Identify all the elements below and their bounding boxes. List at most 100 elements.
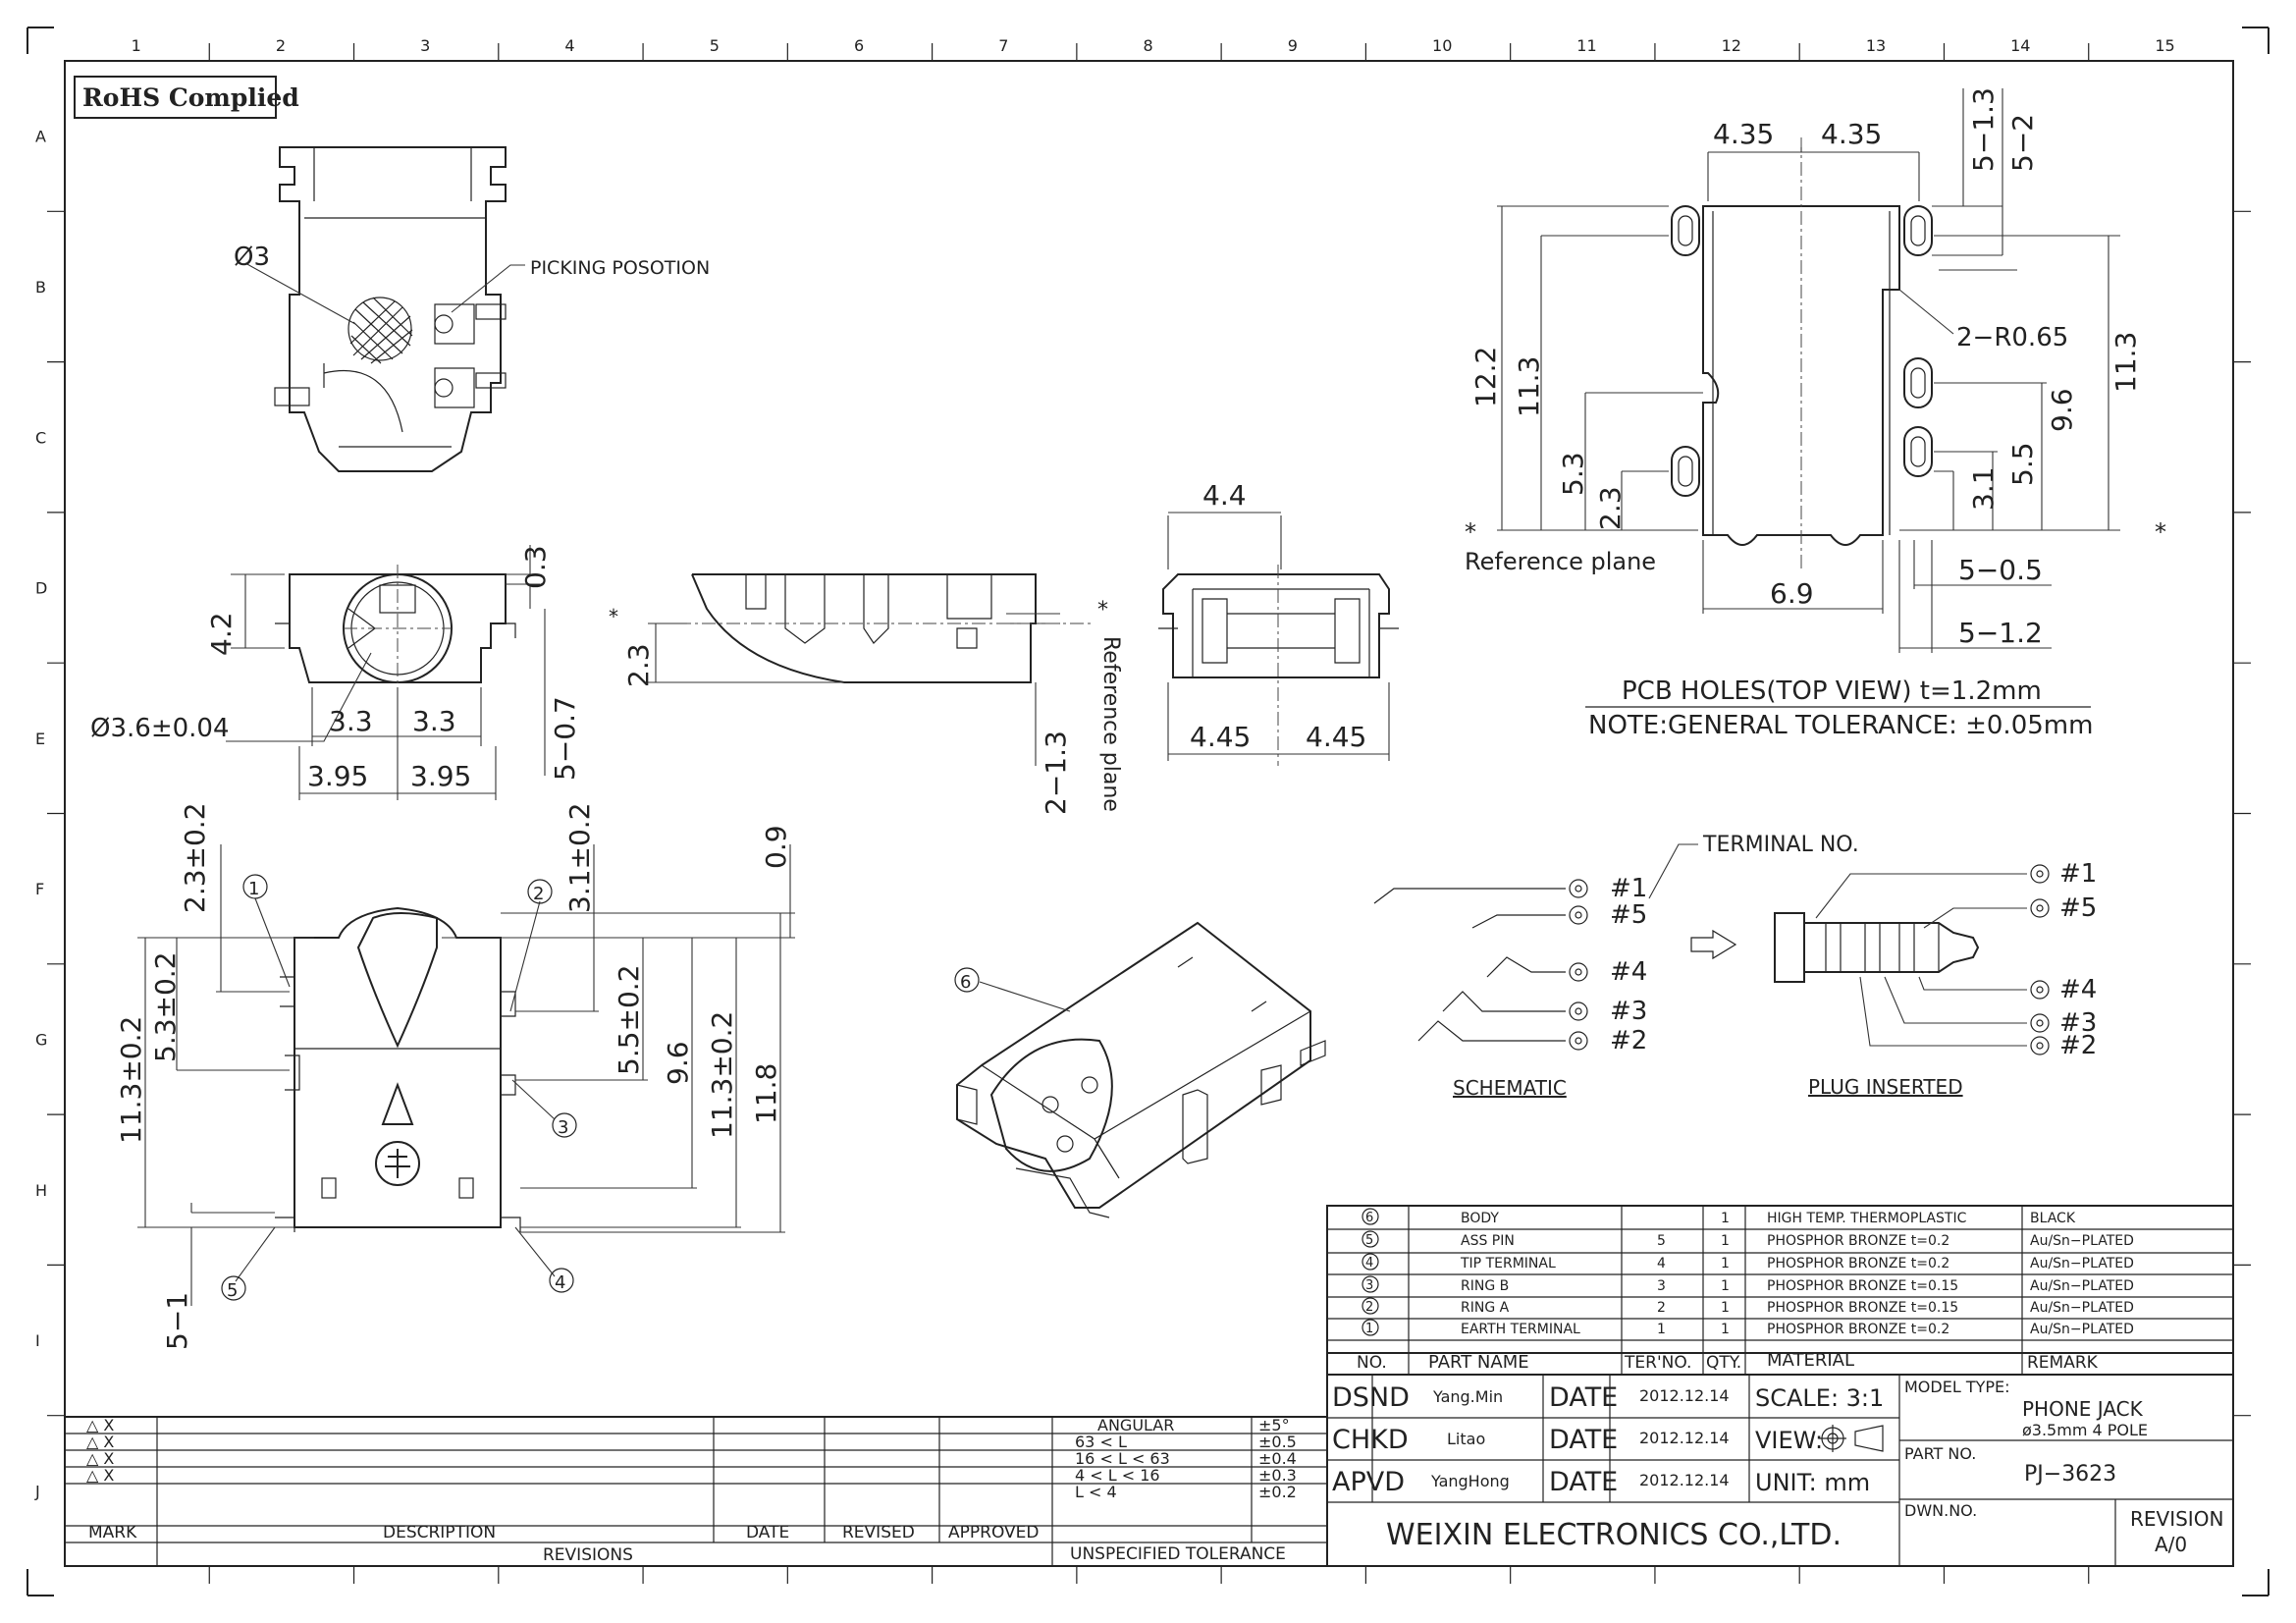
- bottom-dim-9-6: 9.6: [662, 1041, 694, 1085]
- rev-mark-header: MARK: [88, 1523, 137, 1542]
- bom-row-name: RING B: [1461, 1278, 1509, 1294]
- chkd-label: CHKD: [1332, 1425, 1409, 1455]
- picking-label: PICKING POSOTION: [530, 257, 710, 279]
- pcb-dim-5-3: 5.3: [1557, 452, 1589, 496]
- side-star-right: *: [1097, 598, 1108, 622]
- bom-row-material: PHOSPHOR BRONZE t=0.15: [1767, 1278, 1958, 1294]
- date-1: 2012.12.14: [1639, 1386, 1730, 1405]
- border-row-label: I: [35, 1331, 40, 1350]
- border-col-label-top: 11: [1576, 36, 1596, 55]
- bom-row-name: TIP TERMINAL: [1460, 1256, 1556, 1271]
- pcb-dim-9-6: 9.6: [2046, 388, 2078, 432]
- side-star-left: *: [609, 605, 618, 628]
- plug-pin-4: #4: [2059, 975, 2097, 1004]
- pcb-dim-4-35a: 4.35: [1713, 118, 1774, 150]
- front-dim-4-2: 4.2: [205, 612, 238, 656]
- pcb-dim-5-0-5: 5−0.5: [1958, 554, 2043, 586]
- rev-revised-header: REVISED: [842, 1523, 915, 1542]
- border-col-label-top: 5: [710, 36, 720, 55]
- schematic-section: #1 #5 #4 #3 #2 TERMINAL NO. #1 #5 #4 #3 …: [1373, 833, 2097, 1100]
- bom-header-remark: REMARK: [2027, 1353, 2099, 1373]
- bom-row-no: 5: [1365, 1233, 1373, 1248]
- tolerance-range: L < 4: [1075, 1483, 1117, 1501]
- rev-date-header: DATE: [746, 1523, 789, 1542]
- bom-row-material: PHOSPHOR BRONZE t=0.2: [1767, 1322, 1949, 1337]
- border-row-label: E: [35, 730, 45, 748]
- callout-3: 3: [558, 1117, 568, 1138]
- bom-row-name: EARTH TERMINAL: [1461, 1322, 1580, 1337]
- pcb-radius: 2−R0.65: [1956, 323, 2068, 352]
- front-dim-3-3a: 3.3: [329, 705, 373, 737]
- bom-row-name: ASS PIN: [1461, 1233, 1515, 1249]
- chkd-name: Litao: [1447, 1430, 1485, 1448]
- pcb-dim-5-1-2: 5−1.2: [1958, 617, 2043, 649]
- isometric-view: 6: [954, 921, 1326, 1218]
- dia3-label: Ø3: [234, 243, 270, 272]
- pcb-reference-plane: Reference plane: [1465, 548, 1656, 575]
- tolerance-range: 16 < L < 63: [1075, 1449, 1170, 1468]
- tolerance-range: 63 < L: [1075, 1433, 1127, 1451]
- plug-pin-2: #2: [2059, 1031, 2097, 1060]
- revision-label: REVISION: [2130, 1507, 2223, 1531]
- pcb-dim-3-1: 3.1: [1967, 466, 2000, 511]
- bom-header-no: NO.: [1357, 1353, 1387, 1373]
- pcb-dim-5-2: 5−2: [2006, 114, 2039, 172]
- border-col-label-top: 7: [998, 36, 1008, 55]
- border-col-label-top: 9: [1288, 36, 1298, 55]
- bom-row-material: PHOSPHOR BRONZE t=0.2: [1767, 1256, 1949, 1271]
- side-view: 2.3 * 2−1.3 * Reference plane: [609, 573, 1123, 815]
- bom-row-no: 3: [1365, 1278, 1373, 1293]
- bom-header-material: MATERIAL: [1767, 1350, 1854, 1371]
- apvd-name: YangHong: [1430, 1472, 1510, 1490]
- date-label-2: DATE: [1549, 1425, 1618, 1455]
- callout-6: 6: [960, 972, 971, 993]
- pcb-dim-4-35b: 4.35: [1821, 118, 1882, 150]
- side-dim-2-3: 2.3: [622, 643, 655, 687]
- dwn-no-label: DWN.NO.: [1904, 1501, 1977, 1520]
- end-dim-4-45b: 4.45: [1306, 721, 1366, 753]
- bom-row-ter: 2: [1657, 1300, 1666, 1316]
- pcb-note: NOTE:GENERAL TOLERANCE: ±0.05mm: [1588, 711, 2093, 740]
- bom-row-qty: 1: [1721, 1256, 1730, 1271]
- bom-row-no: 1: [1365, 1322, 1373, 1336]
- border-row-label: G: [35, 1030, 47, 1049]
- terminal-no-label: TERMINAL NO.: [1702, 833, 1859, 857]
- bom-header-name: PART NAME: [1428, 1352, 1529, 1373]
- bottom-dim-5-5: 5.5±0.2: [613, 964, 645, 1075]
- border-row-label: H: [35, 1181, 47, 1200]
- bom-row-ter: 3: [1657, 1278, 1666, 1294]
- plug-inserted-title: PLUG INSERTED: [1808, 1075, 1963, 1099]
- apvd-label: APVD: [1332, 1467, 1405, 1497]
- front-dim-3-95b: 3.95: [410, 760, 471, 792]
- top-view: Ø3 PICKING POSOTION: [234, 146, 710, 472]
- model-type-label: MODEL TYPE:: [1904, 1378, 2010, 1396]
- border-row-label: F: [35, 880, 44, 898]
- bottom-dim-0-9: 0.9: [760, 825, 792, 869]
- rev-approved-header: APPROVED: [948, 1523, 1040, 1542]
- border-row-label: D: [35, 579, 47, 598]
- bom-header-ter: TER'NO.: [1624, 1353, 1691, 1373]
- front-dim-3-95a: 3.95: [307, 760, 368, 792]
- tolerance-range: ANGULAR: [1097, 1416, 1174, 1434]
- front-dim-0-3: 0.3: [519, 545, 552, 589]
- border-col-label-top: 13: [1866, 36, 1886, 55]
- bom-row-qty: 1: [1721, 1278, 1730, 1294]
- border-col-label-top: 3: [420, 36, 430, 55]
- border-row-label: J: [34, 1482, 40, 1500]
- scale-label: SCALE: 3:1: [1755, 1384, 1884, 1412]
- bottom-dim-11-3: 11.3±0.2: [115, 1016, 147, 1144]
- bom-row-qty: 1: [1721, 1211, 1730, 1226]
- plug-pin-3: #3: [2059, 1008, 2097, 1038]
- pcb-caption: PCB HOLES(TOP VIEW) t=1.2mm: [1622, 676, 2042, 706]
- pcb-dim-2-3: 2.3: [1594, 486, 1627, 530]
- projection-icon: [1819, 1425, 1884, 1452]
- part-no-value: PJ−3623: [2024, 1462, 2116, 1487]
- pcb-holes-view: 4.35 4.35 5−1.3 5−2 2−R0.65 12.2 11.3 5.…: [1465, 87, 2166, 740]
- dsnd-name: Yang.Min: [1432, 1387, 1503, 1406]
- model-type-2: ø3.5mm 4 POLE: [2022, 1421, 2148, 1439]
- pcb-dim-5-5: 5.5: [2006, 442, 2039, 486]
- bom-row-remark: BLACK: [2030, 1211, 2076, 1226]
- bottom-view: 2.3±0.2 5.3±0.2 11.3±0.2 3.1±0.2 0.9 5.5…: [115, 802, 795, 1350]
- bom-row-name: BODY: [1461, 1211, 1499, 1226]
